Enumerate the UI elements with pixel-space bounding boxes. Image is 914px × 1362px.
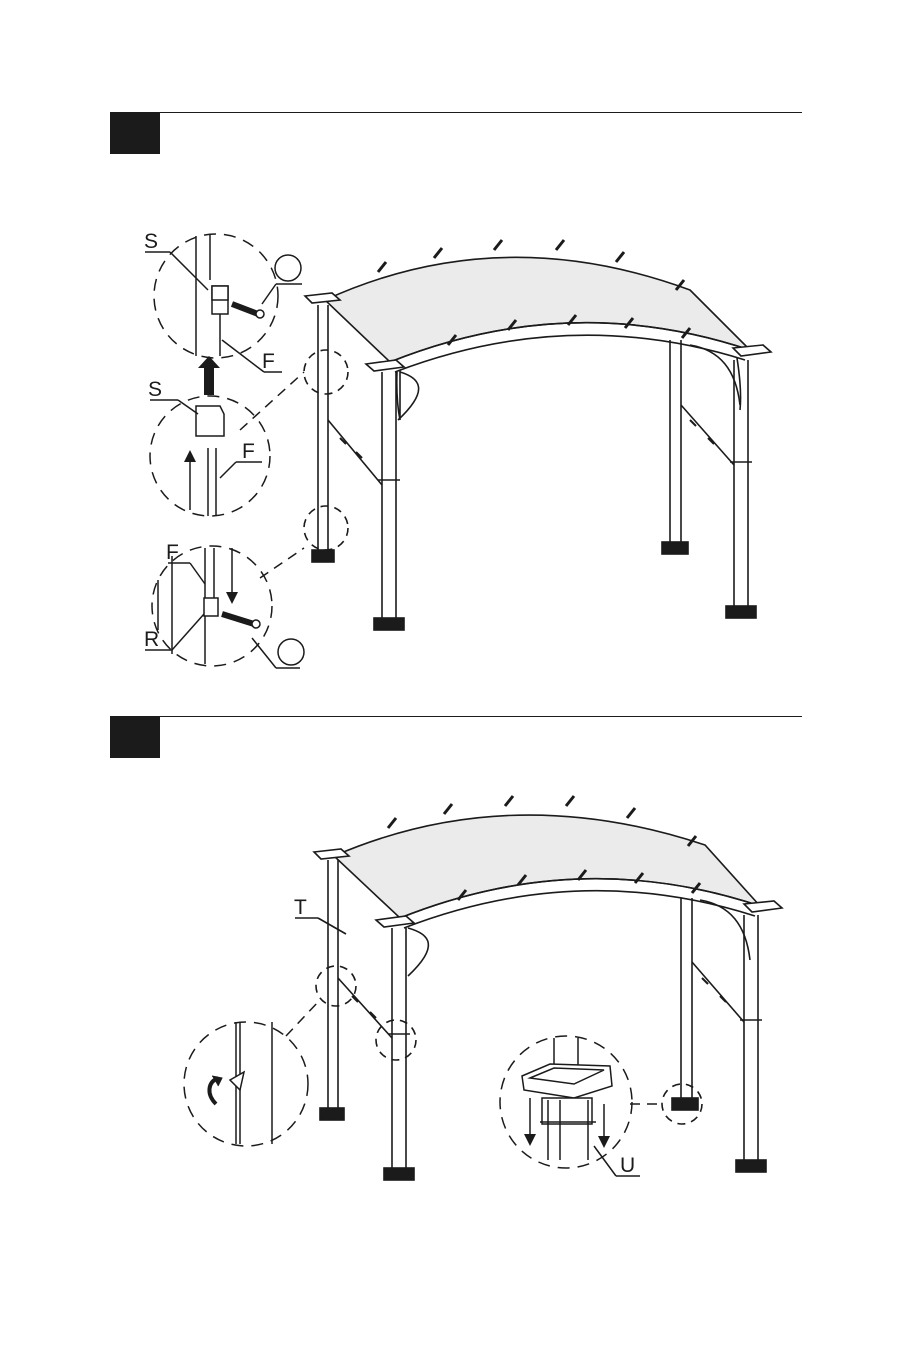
step-1-details (145, 234, 304, 668)
callout-s-top: S (144, 230, 158, 253)
canopy-shade (325, 257, 750, 362)
callout-s-mid: S (148, 378, 162, 401)
base-front-right (726, 606, 756, 618)
callout-r-bot: R (144, 628, 159, 651)
rotate-icon (209, 1076, 222, 1104)
callout-u: U (620, 1154, 635, 1177)
callout-t: T (294, 896, 307, 919)
detail-circle-tie (184, 1022, 308, 1146)
screw-icon (232, 304, 264, 318)
part-bubble-bot (278, 639, 304, 665)
base-back-right (662, 542, 688, 554)
detail-target-tie (316, 966, 356, 1006)
part-bubble-top (275, 255, 301, 281)
canopy-shade (334, 815, 760, 918)
step-2-details (184, 1002, 662, 1176)
callout-f-bot: F (166, 541, 179, 564)
detail-target-lower (304, 506, 348, 550)
step-2-pergola (295, 796, 782, 1180)
post-cap-front-left (366, 360, 404, 371)
base-front-left (374, 618, 404, 630)
callout-f-mid: F (242, 440, 255, 463)
detail-target-upper (304, 350, 348, 394)
step-1-pergola (304, 240, 771, 630)
callout-f-top: F (262, 350, 275, 373)
post-cap-front-right (733, 345, 771, 356)
screw-icon (222, 614, 260, 628)
arrow-up-icon (198, 356, 220, 395)
base-back-left (312, 550, 334, 562)
